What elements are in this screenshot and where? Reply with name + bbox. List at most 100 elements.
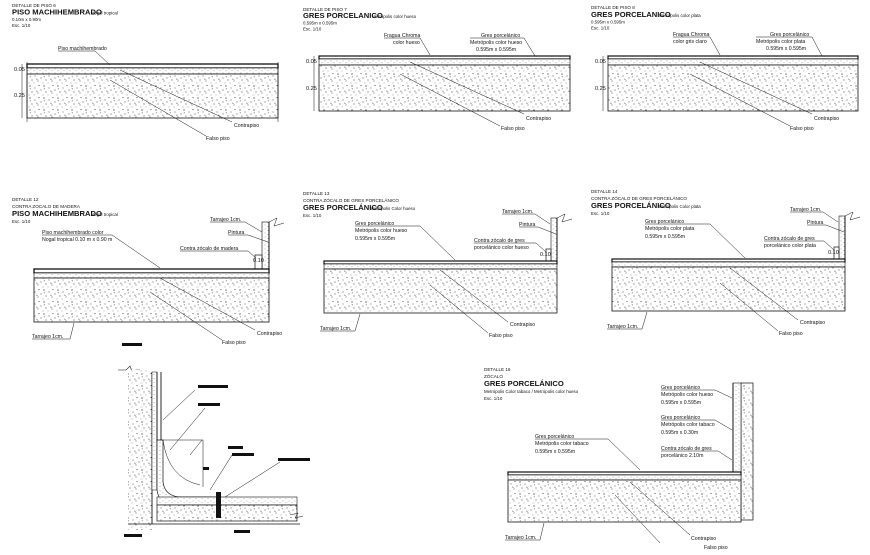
detail-8-label-gres-3: 0.595m x 0.595m (766, 46, 806, 52)
detail-14-title: GRES PORCELÁNICO (591, 201, 671, 210)
detail-14-subtitle: CONTRA ZÓCALO DE GRES PORCELÁNICO (591, 195, 687, 201)
detail-14: DETALLE 14 CONTRA ZÓCALO DE GRES PORCELÁ… (591, 189, 861, 337)
detail-12-contrapiso-layer (33, 272, 270, 279)
detail-12-label-contrapiso: Contrapiso (257, 331, 282, 337)
detail-8-tile-layer (607, 55, 859, 60)
detail-8-label-contrapiso: Contrapiso (814, 116, 839, 122)
detail-14-label-gres-2: Metrópolis color plata (645, 226, 694, 232)
detail-13-label-gres-1: Gres porcelánico (355, 221, 394, 227)
detail-16-wall-concrete (740, 382, 754, 521)
detail-16-floor-tile (507, 471, 742, 476)
cove-wall-plaster (151, 371, 158, 491)
detail-12-wood-floor (33, 268, 270, 274)
detail-13-title: GRES PORCELÁNICO (303, 203, 383, 212)
detail-7-title-suffix: Metrópolis color hueso (372, 14, 417, 19)
detail-8-label-falso-piso: Falso piso (790, 126, 814, 132)
detail-16-scale: Esc. 1/10 (484, 396, 503, 401)
detail-6-label-top: Piso machihembrado (58, 46, 107, 52)
detail-12: DETALLE 12 CONTRA ZOCALO DE MADERA PISO … (12, 197, 285, 346)
detail-13-label-tarrajeo-top: Tarrajeo 1cm. (502, 209, 533, 215)
detail-13-scale: Esc. 1/10 (303, 213, 322, 218)
detail-12-number: DETALLE 12 (12, 197, 39, 202)
detail-7-dim-a: 0.05 (306, 59, 317, 65)
redaction-bar (278, 458, 310, 461)
redaction-bar (228, 446, 243, 449)
detail-6-dim-a: 0.05 (14, 67, 25, 73)
detail-13-label-pintura: Pintura (519, 222, 536, 228)
detail-7-title: GRES PORCELANICO (303, 11, 383, 20)
detail-14-contrapiso-layer (611, 261, 846, 268)
cove-joint-marker (216, 492, 221, 518)
detail-6-scale: Esc. 1/10 (12, 23, 31, 28)
detail-7-label-fragua-1: Fragua Chroma (384, 33, 420, 39)
detail-13-dim-z: 0.10 (540, 252, 551, 258)
detail-8-title-suffix: Metrópolis color plata (659, 13, 701, 18)
detail-7-label-falso-piso: Falso piso (501, 126, 525, 132)
detail-16-label-w2: Metrópolis color hueso (661, 392, 713, 398)
detail-8-falso-piso-layer (607, 64, 859, 112)
detail-16-title: GRES PORCELÁNICO (484, 379, 564, 388)
detail-13-wall-plaster (550, 217, 558, 264)
detail-7-label-contrapiso: Contrapiso (526, 116, 551, 122)
detail-13-label-gres-3: 0.595m x 0.595m (355, 236, 395, 242)
detail-12-dim-z: 0.10 (253, 258, 264, 264)
detail-16-label-contrapiso: Contrapiso (691, 536, 716, 542)
cove-contrapiso (156, 504, 298, 522)
detail-16-label-f3: 0.595m x 0.595m (535, 449, 575, 455)
detail-14-scale: Esc. 1/10 (591, 211, 610, 216)
detail-16-falso-piso-layer (507, 479, 742, 523)
detail-16-label-w4: Gres porcelánico (661, 415, 700, 421)
detail-13-contrapiso-layer (323, 263, 558, 270)
detail-16-label-w3: 0.595m x 0.595m (661, 400, 701, 406)
detail-12-label-tarrajeo-bottom: Tarrajeo 1cm. (32, 334, 63, 340)
detail-13-falso-piso-layer (323, 268, 558, 314)
detail-16: DETALLE 16 ZÓCALO GRES PORCELÁNICO Metró… (484, 367, 754, 551)
detail-14-label-tarrajeo-top: Tarrajeo 1cm. (790, 207, 821, 213)
redaction-bar (198, 385, 228, 388)
detail-7-label-fragua-2: color hueso (393, 40, 420, 46)
detail-7-scale: Esc. 1/10 (303, 27, 322, 32)
detail-14-wall-plaster (838, 215, 846, 262)
detail-8-label-fragua-1: Fragua Chroma (673, 32, 709, 38)
detail-8-number: DETALLE DE PISO 8 (591, 5, 635, 10)
detail-6-contrapiso-layer (26, 67, 279, 75)
detail-8-line2: 0.595m x 0.595m (591, 20, 625, 25)
redaction-bar (234, 530, 250, 533)
detail-16-number: DETALLE 16 (484, 367, 511, 372)
detail-12-falso-piso-layer (33, 277, 270, 323)
detail-16-wall-tile (732, 382, 742, 476)
detail-16-contrapiso-layer (507, 474, 742, 481)
detail-8-label-gres-2: Metrópolis color plata (756, 39, 805, 45)
detail-14-label-gres-3: 0.595m x 0.595m (645, 234, 685, 240)
detail-8-dim-b: 0.25 (595, 86, 606, 92)
detail-6: DETALLE DE PISO 6 PISO MACHIHEMBRADO Nog… (12, 3, 279, 142)
cove-floor-tile (156, 496, 298, 506)
detail-8-contrapiso-layer (607, 58, 859, 66)
detail-13-title-suffix: Metrópolis Color hueso (370, 206, 416, 211)
detail-13-label-contrapiso: Contrapiso (510, 322, 535, 328)
detail-14-label-gres-1: Gres porcelánico (645, 219, 684, 225)
detail-6-title-suffix: Nogal tropical (91, 11, 118, 16)
detail-6-label-contrapiso: Contrapiso (234, 123, 259, 129)
detail-13-subtitle: CONTRA ZÓCALO DE GRES PORCELÁNICO (303, 197, 399, 203)
redaction-bar (122, 343, 142, 346)
detail-13-tile-layer (323, 260, 558, 265)
detail-16-subtitle: ZÓCALO (484, 373, 503, 379)
detail-7-dim-b: 0.25 (306, 86, 317, 92)
cove-curved-tile (156, 439, 219, 506)
detail-8-title: GRES PORCELANICO (591, 10, 671, 19)
detail-14-tile-layer (611, 258, 846, 263)
detail-16-label-w1: Gres porcelánico (661, 385, 700, 391)
redaction-bar (124, 534, 142, 537)
detail-8: DETALLE DE PISO 8 GRES PORCELANICO Metró… (591, 5, 859, 132)
cove-wall-concrete (128, 370, 152, 530)
detail-12-scale: Esc. 1/10 (12, 219, 31, 224)
detail-8-label-gres-1: Gres porcelánico (770, 32, 809, 38)
detail-7-label-gres-1: Gres porcelánico (481, 33, 520, 39)
detail-7-line2: 0.595m x 0.595m (303, 21, 337, 26)
detail-14-number: DETALLE 14 (591, 189, 618, 194)
detail-12-subtitle: CONTRA ZOCALO DE MADERA (12, 204, 81, 209)
detail-14-title-suffix: Metrópolis Color plata (658, 204, 701, 209)
detail-14-label-contrapiso: Contrapiso (800, 320, 825, 326)
